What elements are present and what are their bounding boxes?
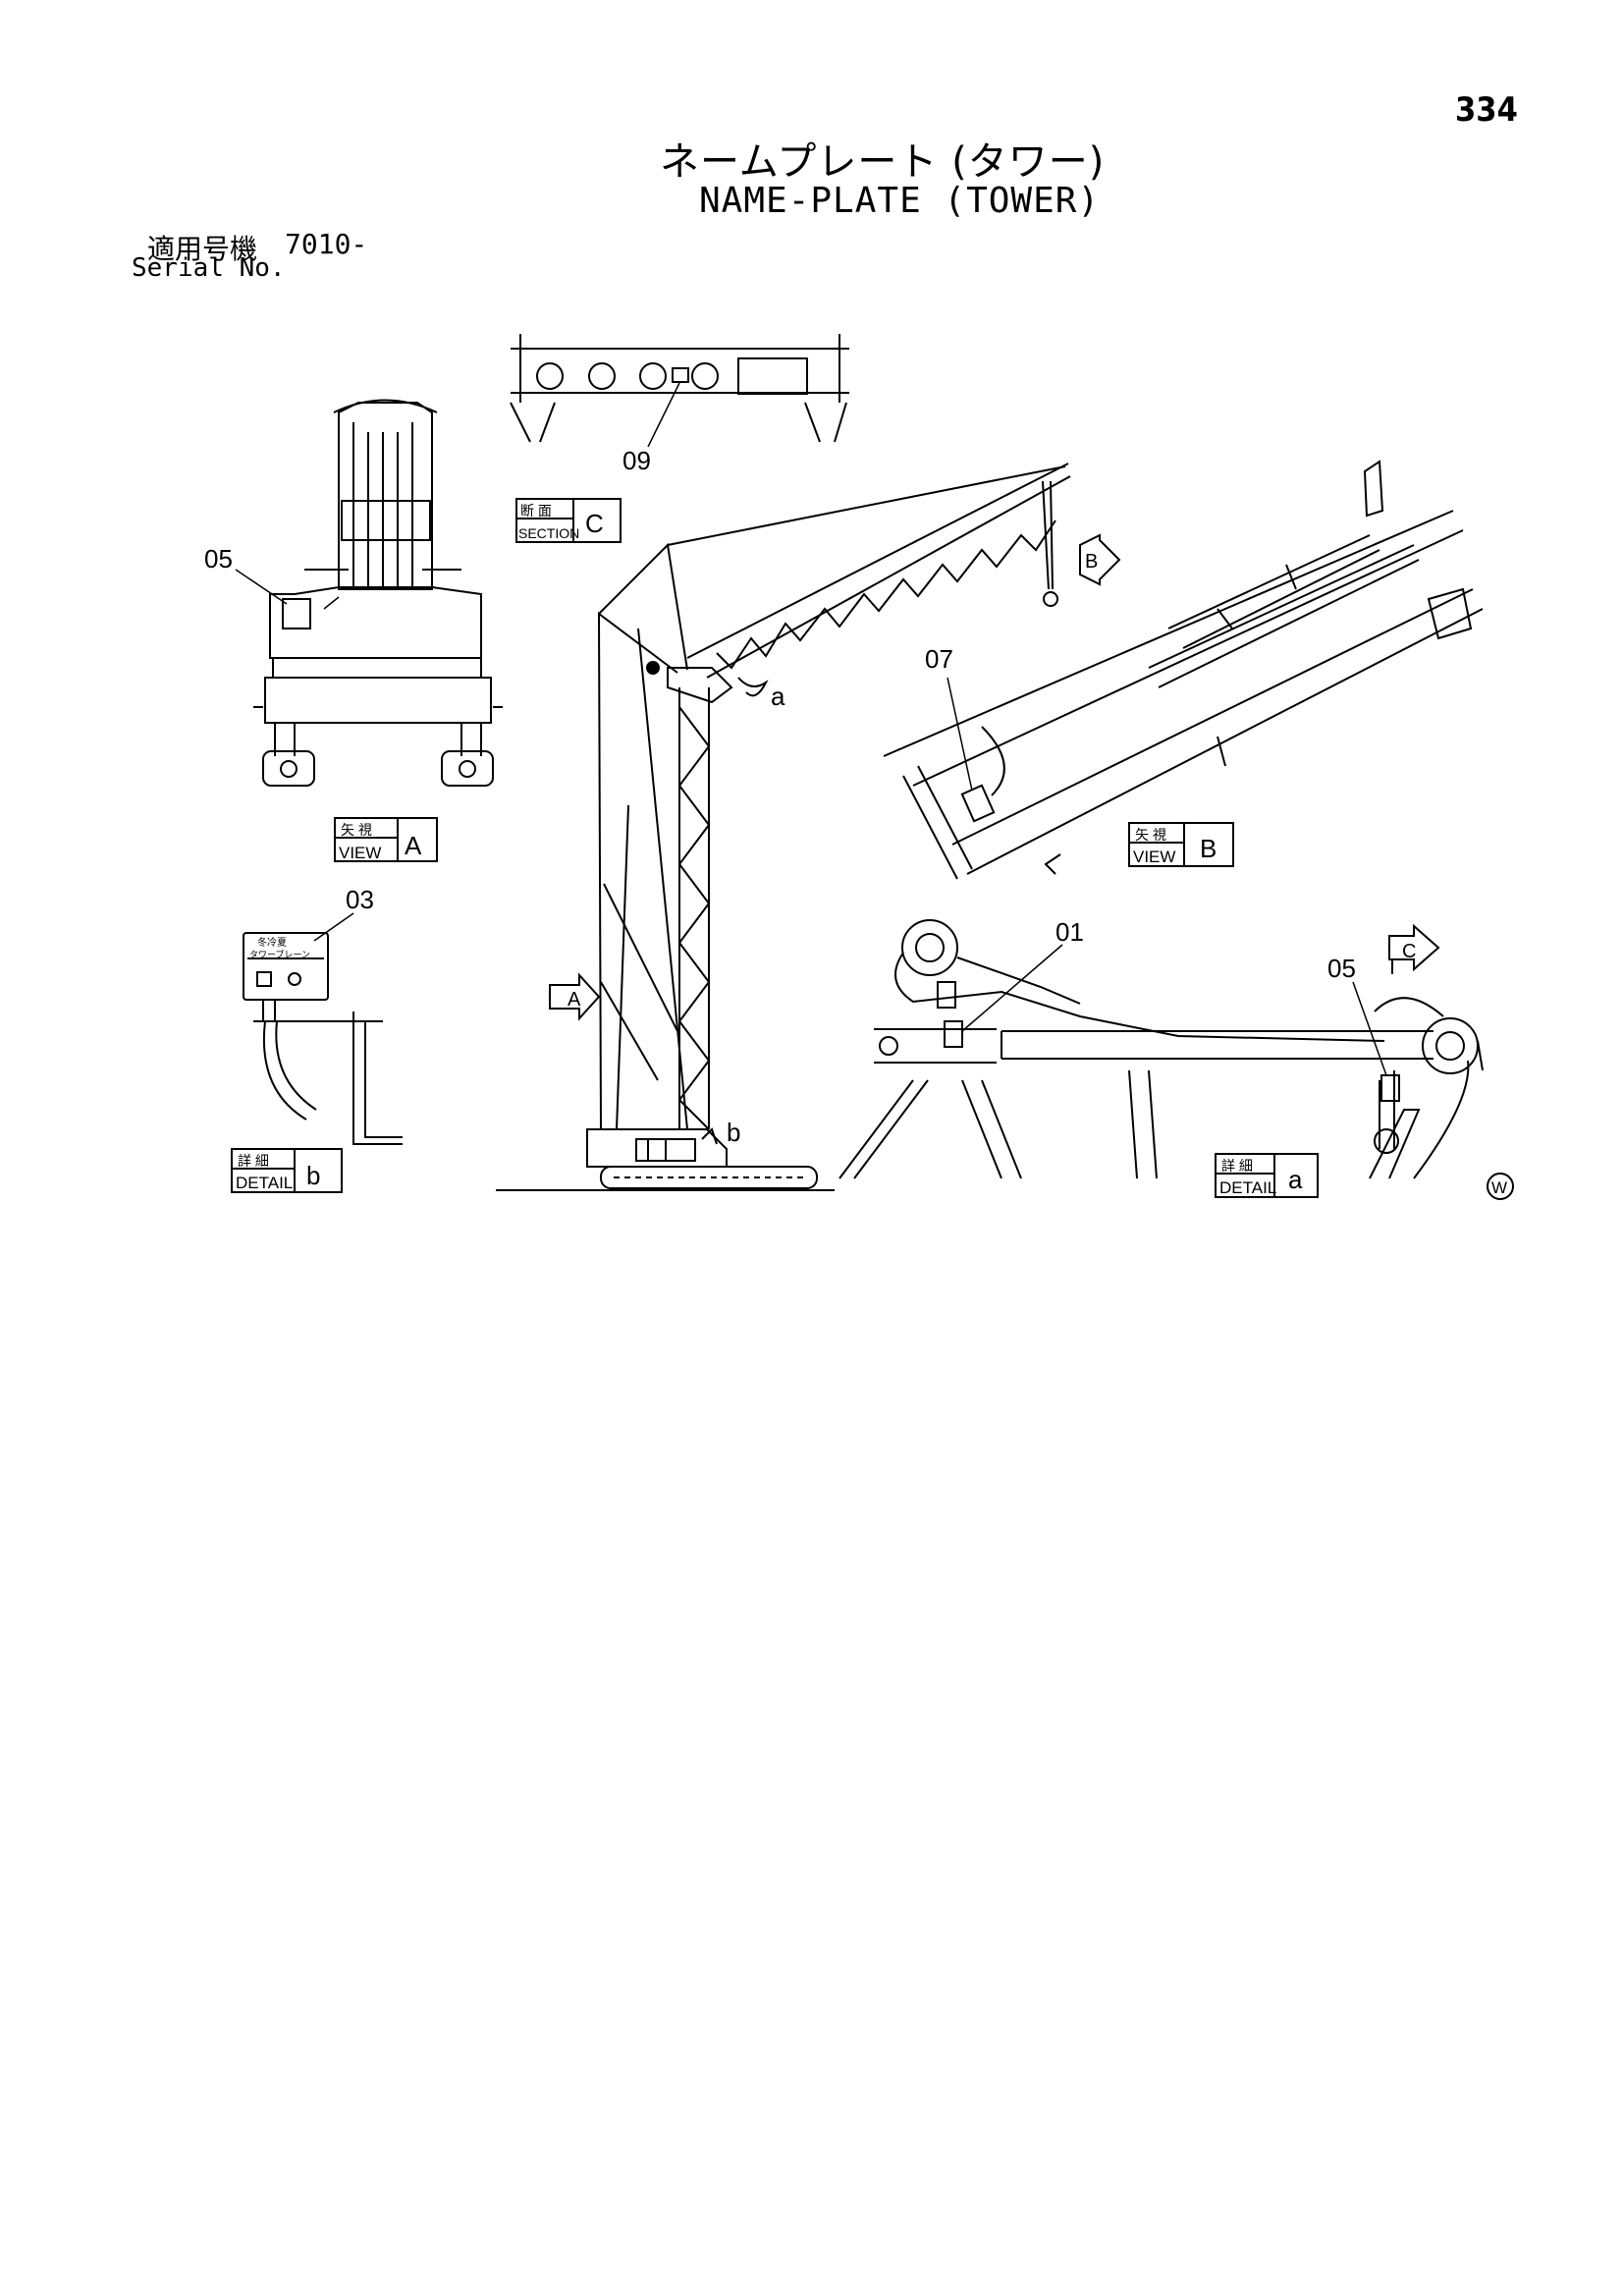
view-a-drawing	[253, 399, 503, 787]
page-number: 334	[1455, 90, 1518, 130]
leader-07	[947, 677, 973, 792]
detail-b-drawing: 冬冷夏 タワーブレーン	[243, 932, 403, 1145]
leader-09	[647, 382, 680, 448]
svg-text:W: W	[1491, 1178, 1507, 1197]
svg-text:詳 細: 詳 細	[1221, 1158, 1253, 1174]
svg-text:A: A	[405, 831, 422, 860]
leader-05-left	[235, 569, 288, 605]
watermark-w: W	[1487, 1173, 1514, 1200]
svg-text:B: B	[1085, 551, 1098, 573]
view-b-drawing	[883, 460, 1484, 880]
detail-b-label: 詳 細 DETAIL b	[231, 1148, 343, 1193]
callout-05-right: 05	[1327, 954, 1356, 983]
callout-09: 09	[622, 446, 651, 475]
svg-text:DETAIL: DETAIL	[1219, 1178, 1276, 1197]
section-c-label: 断 面 SECTION C	[515, 498, 622, 543]
crane-drawing	[496, 463, 1071, 1191]
leader-05-right	[1352, 981, 1387, 1076]
svg-text:断 面: 断 面	[520, 503, 552, 519]
callout-03: 03	[346, 885, 374, 914]
svg-text:冬冷夏: 冬冷夏	[257, 936, 287, 949]
leader-03	[313, 912, 354, 942]
svg-text:b: b	[306, 1161, 320, 1190]
serial-value: 7010-	[285, 228, 368, 260]
svg-text:DETAIL: DETAIL	[236, 1174, 293, 1192]
serial-label-english: Serial No.	[132, 253, 286, 283]
callout-07: 07	[925, 644, 953, 674]
svg-text:A: A	[568, 989, 581, 1011]
svg-text:SECTION: SECTION	[518, 525, 579, 541]
svg-text:B: B	[1200, 834, 1217, 863]
callout-01: 01	[1055, 917, 1084, 947]
callout-a: a	[771, 682, 785, 711]
title-japanese: ネームプレート (タワー)	[660, 139, 1106, 185]
svg-text:a: a	[1288, 1165, 1303, 1194]
svg-text:C: C	[1402, 941, 1416, 962]
serial-label-japanese: 適用号機	[147, 233, 258, 265]
view-a-label: 矢 視 VIEW A	[334, 817, 438, 862]
svg-text:VIEW: VIEW	[1133, 847, 1175, 866]
svg-text:矢 視: 矢 視	[341, 822, 372, 838]
view-arrow-c: C	[1388, 923, 1440, 974]
svg-text:タワーブレーン: タワーブレーン	[249, 949, 310, 959]
view-arrow-b: B	[1079, 533, 1121, 586]
svg-text:VIEW: VIEW	[339, 844, 381, 862]
detail-a-drawing	[839, 919, 1484, 1179]
view-arrow-a: A	[549, 972, 601, 1021]
callout-05-left: 05	[204, 544, 233, 574]
leader-01	[961, 944, 1063, 1032]
svg-text:C: C	[585, 509, 604, 538]
view-b-label: 矢 視 VIEW B	[1128, 822, 1234, 867]
section-c-drawing	[510, 334, 849, 443]
svg-text:矢 視: 矢 視	[1135, 827, 1166, 843]
title-english: NAME-PLATE (TOWER)	[699, 181, 1101, 221]
callout-b: b	[727, 1118, 740, 1147]
svg-text:詳 細: 詳 細	[238, 1153, 269, 1169]
detail-a-label: 詳 細 DETAIL a	[1215, 1153, 1319, 1198]
